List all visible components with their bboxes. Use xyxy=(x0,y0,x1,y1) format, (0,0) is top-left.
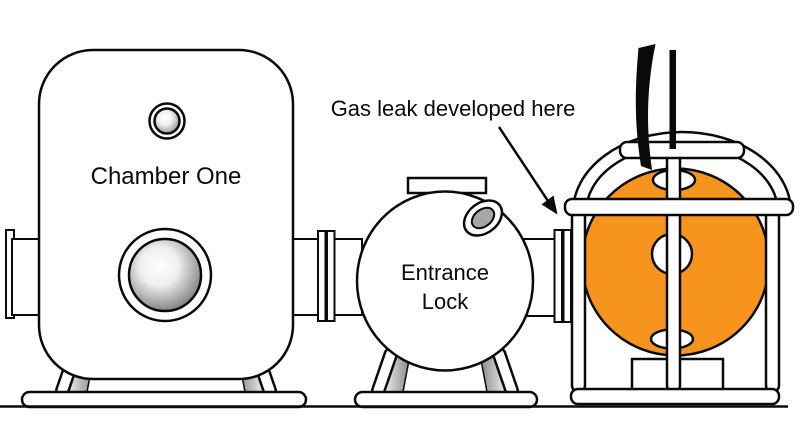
bell-frame-base xyxy=(569,387,781,406)
chamber-one-body xyxy=(37,48,295,381)
entrance-lock-base xyxy=(353,390,539,409)
lock-bell-flange-b xyxy=(562,229,572,323)
bell-lifting-bar xyxy=(618,140,746,160)
gas-leak-arrow-line xyxy=(497,126,550,202)
entrance-lock: Entrance Lock xyxy=(353,176,572,409)
chamber-lock-flange-a xyxy=(317,230,327,322)
bell-frame-center-bar xyxy=(665,142,682,394)
diving-bell xyxy=(563,44,795,406)
chamber-one: Chamber One xyxy=(5,48,363,409)
lock-bell-flange-a xyxy=(553,229,563,323)
gas-leak-annotation: Gas leak developed here xyxy=(331,96,576,215)
entrance-lock-label-line1: Entrance xyxy=(401,260,489,285)
chamber-one-large-porthole-glass xyxy=(127,237,203,313)
bell-umbilical-strap xyxy=(635,44,656,170)
bell-lift-cable xyxy=(669,50,676,149)
gas-leak-label: Gas leak developed here xyxy=(331,96,576,121)
chamber-one-label: Chamber One xyxy=(91,163,242,190)
bell-frame-mid-bar xyxy=(563,197,795,217)
gas-leak-arrowhead-icon xyxy=(541,195,558,215)
chamber-lock-flange-b xyxy=(326,230,336,322)
bell-frame-left-post xyxy=(570,204,587,394)
entrance-lock-porthole-icon xyxy=(462,199,504,237)
entrance-lock-label-line2: Lock xyxy=(422,289,469,314)
entrance-lock-body xyxy=(355,190,535,372)
chamber-one-small-porthole-glass xyxy=(153,107,181,135)
bell-frame-right-post xyxy=(764,204,781,394)
chamber-one-base xyxy=(20,390,308,409)
